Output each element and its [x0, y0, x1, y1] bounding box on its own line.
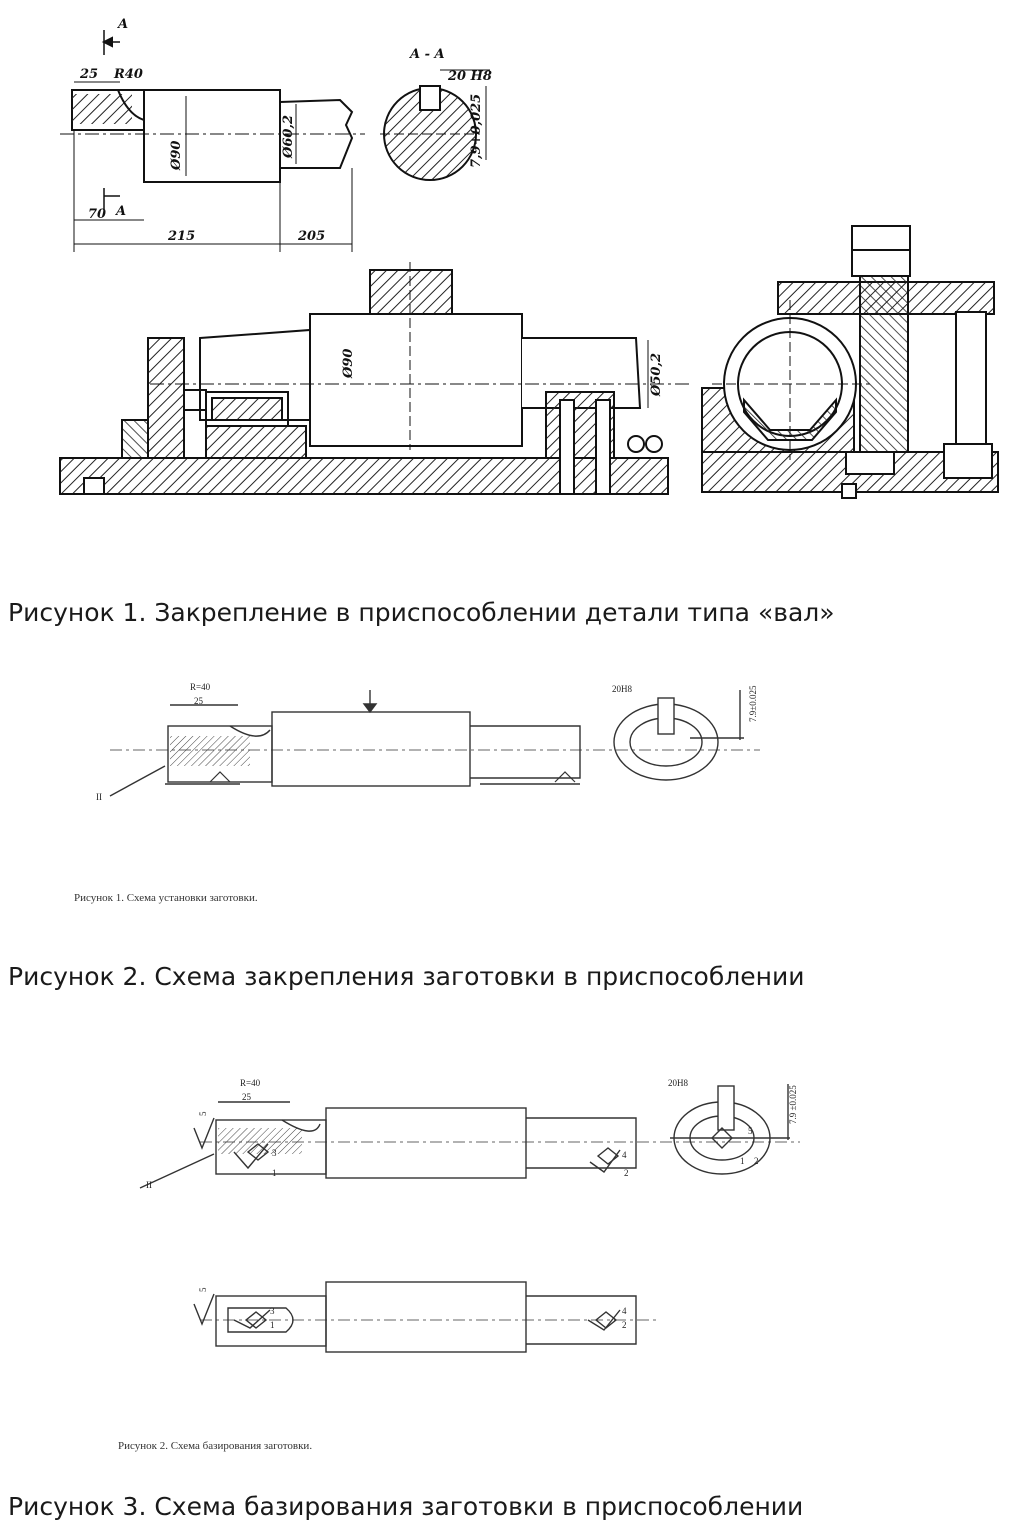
section-mark-lower-label: A	[114, 204, 126, 219]
fig3-lower-point5-label: 5	[198, 1287, 208, 1292]
fig3-25-label: 25	[242, 1092, 252, 1102]
fig2-keywidth-label: 20H8	[612, 684, 632, 694]
dim-215-label: 215	[167, 229, 195, 244]
dim-25-label: 25	[79, 67, 98, 82]
fig3-point2-label: 2	[624, 1168, 629, 1178]
fig3-lower-point2-label: 2	[622, 1320, 627, 1330]
fig2-r40-label: R=40	[190, 682, 211, 692]
fixture-assembly-view	[59, 262, 690, 495]
figure3-caption: Рисунок 3. Схема базирования заготовки в…	[8, 1492, 804, 1521]
fig3-point3-label: 3	[272, 1148, 277, 1158]
key-width-label: 20 H8	[447, 69, 492, 84]
fig2-keydepth-label: 7.9±0.025	[748, 685, 758, 722]
dim-d90-label: Ø90	[169, 141, 184, 171]
fig3-section-point5-label: 5	[748, 1126, 753, 1136]
fig3-lower-point4-label: 4	[622, 1306, 627, 1316]
fig3-keydepth-label: 7.9 ±0.025	[788, 1085, 798, 1124]
fig3-section-point1-label: 1	[740, 1156, 745, 1166]
fig3-point1-label: 1	[272, 1168, 277, 1178]
section-title-label: A - A	[408, 47, 445, 62]
fig3-keywidth-label: 20H8	[668, 1078, 688, 1088]
installation-scheme	[109, 690, 760, 797]
basing-scheme-upper	[139, 1084, 800, 1189]
shaft-detail-view	[60, 30, 365, 252]
figure3-drawing: R=40 25 5 3 1 4 2 II 20H8 7.9 ±0.025 5 1…	[139, 1078, 800, 1353]
fig2-25-label: 25	[194, 696, 204, 706]
figure1-drawing: A 25 R40 Ø90 Ø60,2 70 A 215 205 A - A 20…	[59, 17, 999, 499]
fig3-point4-label: 4	[622, 1150, 627, 1160]
dim-70-label: 70	[88, 207, 106, 222]
figure2-subcaption: Рисунок 1. Схема установки заготовки.	[74, 892, 258, 904]
figure3-subcaption: Рисунок 2. Схема базирования заготовки.	[118, 1440, 313, 1452]
assembly-d90-label: Ø90	[341, 349, 356, 379]
basing-scheme-lower	[193, 1281, 660, 1353]
dim-d60-label: Ø60,2	[281, 115, 296, 159]
fig3-section-point2-label: 2	[754, 1156, 759, 1166]
section-mark-label: A	[116, 17, 128, 32]
figure2-caption: Рисунок 2. Схема закрепления заготовки в…	[8, 962, 805, 991]
fig2-surface-label: II	[96, 792, 102, 802]
fig3-r40-label: R=40	[240, 1078, 261, 1088]
figure1-caption: Рисунок 1. Закрепление в приспособлении …	[8, 598, 835, 627]
key-depth-label: 7,9+0,025	[469, 94, 484, 168]
clamp-side-view	[701, 225, 999, 499]
fig3-surface-label: II	[146, 1180, 152, 1190]
dim-r40-label: R40	[113, 67, 143, 82]
fig3-lower-point3-label: 3	[270, 1306, 275, 1316]
assembly-d50-label: Ø50,2	[649, 353, 664, 397]
figure2-drawing: R=40 25 20H8 7.9±0.025 II	[96, 682, 760, 802]
fig3-lower-point1-label: 1	[270, 1320, 275, 1330]
section-aa-view	[380, 69, 490, 181]
dim-205-label: 205	[297, 229, 325, 244]
fig3-point5-label: 5	[198, 1111, 208, 1116]
